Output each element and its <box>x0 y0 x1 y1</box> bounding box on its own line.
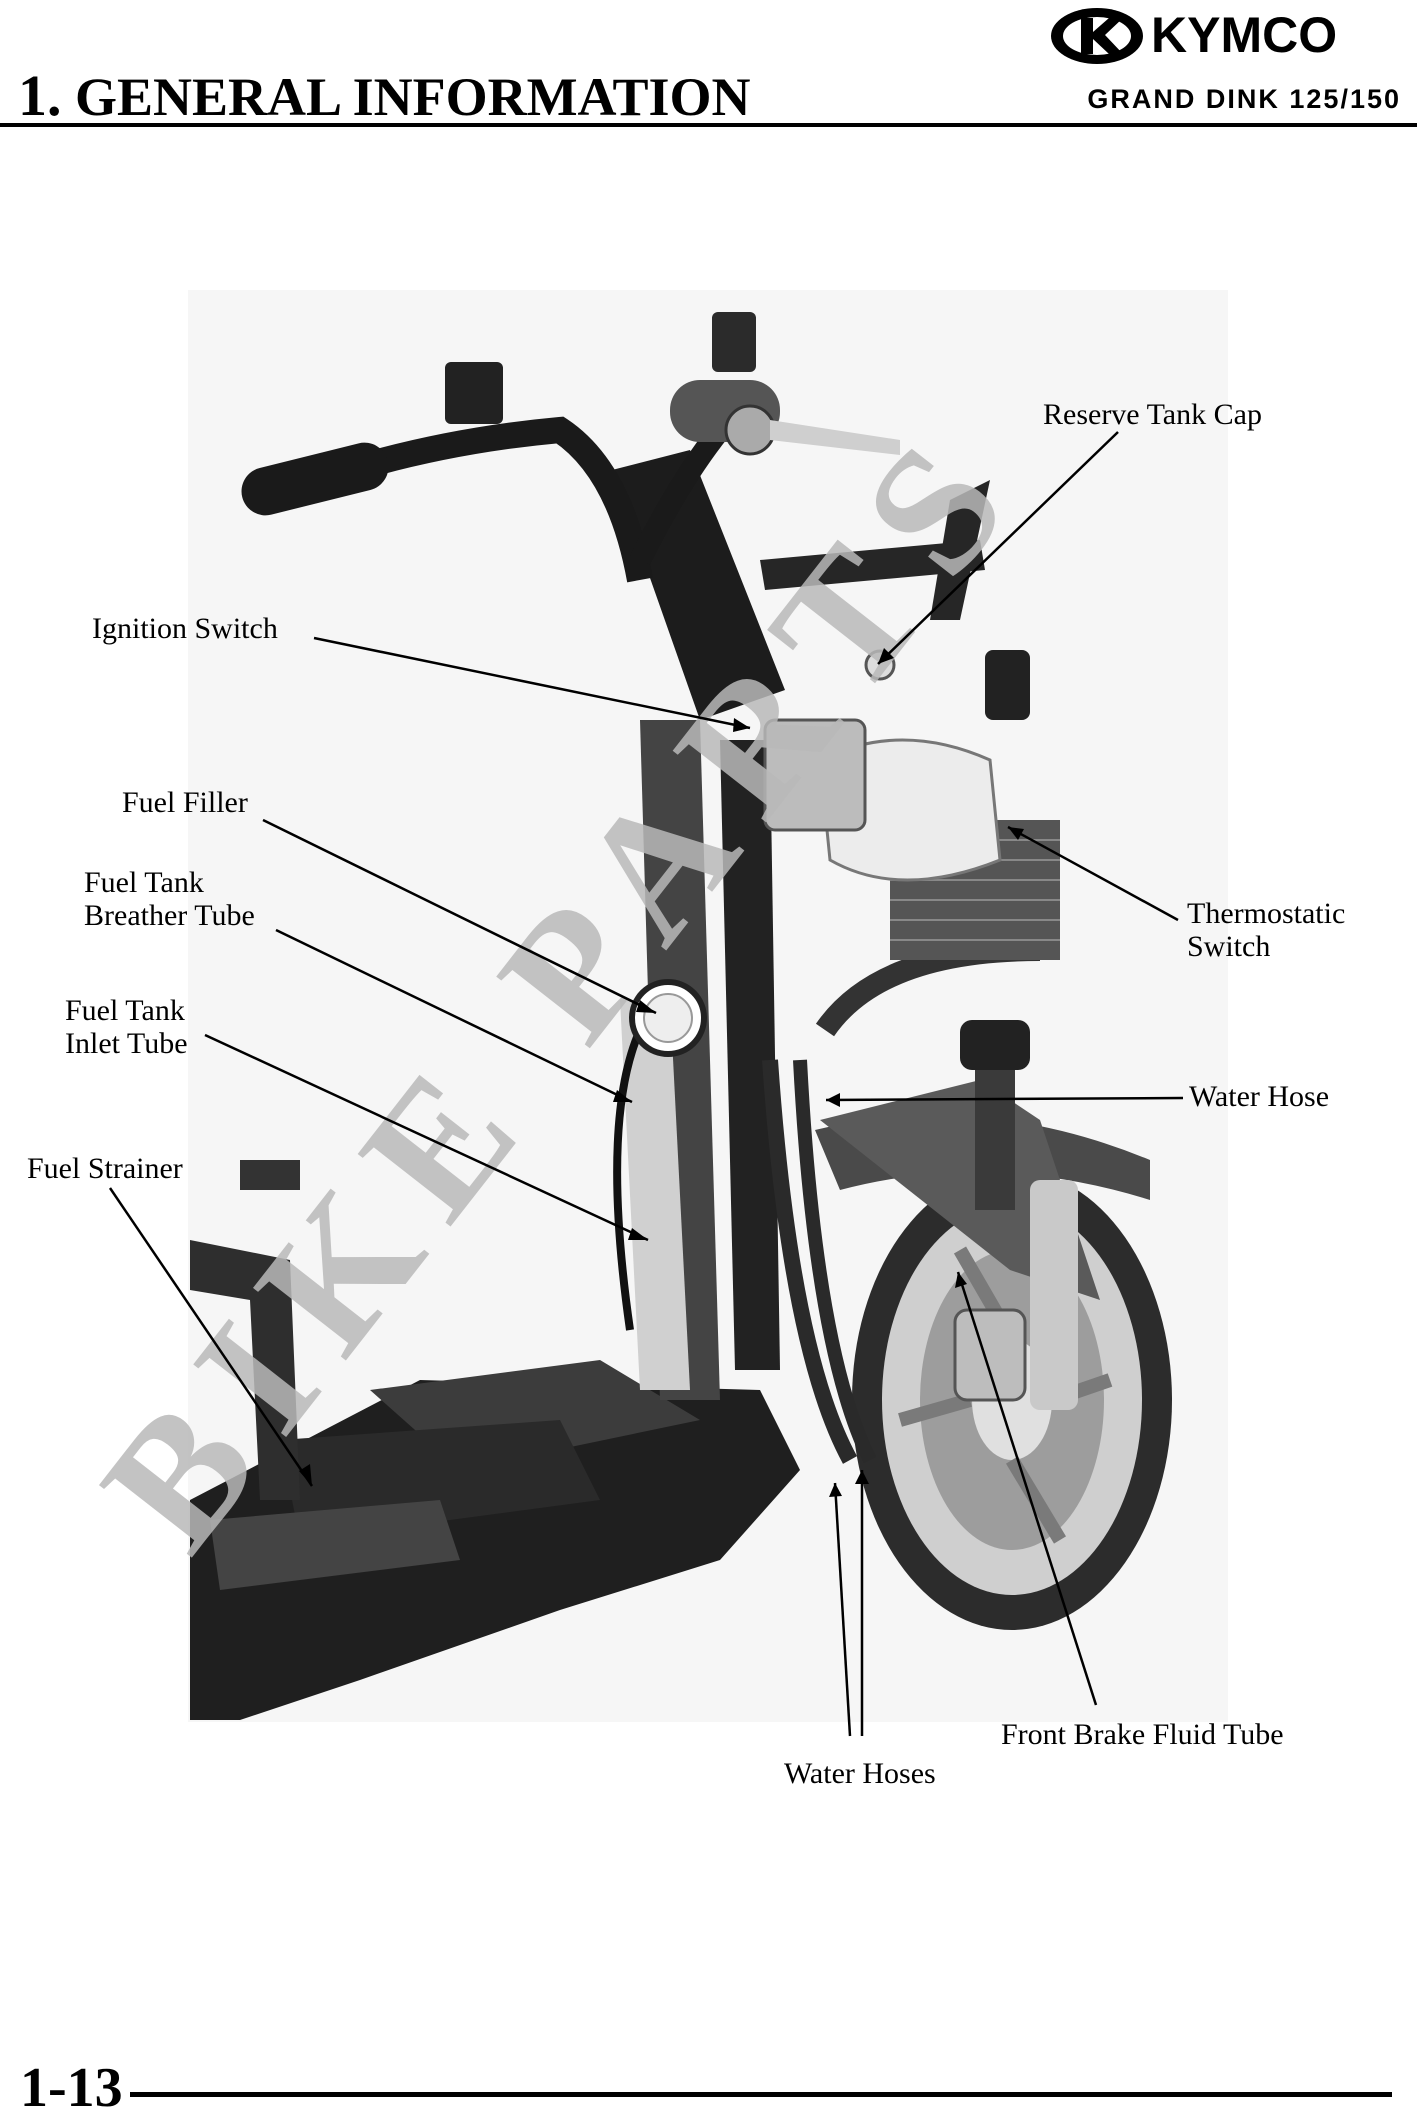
label-fuel-tank-breather-tube: Fuel Tank Breather Tube <box>84 866 255 932</box>
ignition-switch-body <box>763 718 867 832</box>
brand-name: KYMCO <box>1151 7 1337 63</box>
label-reserve-tank-cap: Reserve Tank Cap <box>1043 398 1262 431</box>
label-thermostatic-switch: Thermostatic Switch <box>1187 897 1345 963</box>
label-fuel-tank-inlet-tube-line1: Fuel Tank <box>65 994 185 1027</box>
chapter-number: 1. <box>18 63 62 128</box>
brake-lever <box>770 420 900 455</box>
label-front-brake-fluid-tube: Front Brake Fluid Tube <box>1001 1718 1284 1751</box>
chapter-title-text: GENERAL INFORMATION <box>75 67 751 127</box>
page-number: 1-13 <box>20 2057 123 2119</box>
label-thermostatic-switch-line1: Thermostatic <box>1187 897 1346 930</box>
brake-caliper <box>953 1308 1027 1402</box>
label-fuel-filler: Fuel Filler <box>122 786 248 819</box>
chapter-title: 1. GENERAL INFORMATION <box>18 62 751 129</box>
label-fuel-strainer: Fuel Strainer <box>27 1152 183 1185</box>
label-water-hose: Water Hose <box>1189 1080 1330 1113</box>
label-fuel-tank-breather-tube-line1: Fuel Tank <box>84 866 204 899</box>
model-name: GRAND DINK 125/150 <box>1087 84 1401 114</box>
label-fuel-tank-breather-tube-line2: Breather Tube <box>84 899 255 932</box>
leader-arrowheads <box>299 648 1024 1497</box>
label-thermostatic-switch-line2: Switch <box>1187 930 1271 963</box>
front-fork <box>975 1050 1015 1210</box>
water-hose-path <box>762 1059 858 1464</box>
label-water-hoses: Water Hoses <box>784 1757 936 1790</box>
kymco-logo: KYMCO <box>1051 7 1337 64</box>
label-fuel-tank-inlet-tube: Fuel Tank Inlet Tube <box>65 994 188 1060</box>
handlebar-left <box>346 416 653 583</box>
label-fuel-tank-inlet-tube-line2: Inlet Tube <box>65 1027 188 1060</box>
leader-lines <box>108 431 1184 1737</box>
footer-rule <box>130 2092 1392 2097</box>
header-rule <box>0 123 1417 127</box>
left-grip <box>241 442 389 516</box>
label-ignition-switch: Ignition Switch <box>92 612 278 645</box>
